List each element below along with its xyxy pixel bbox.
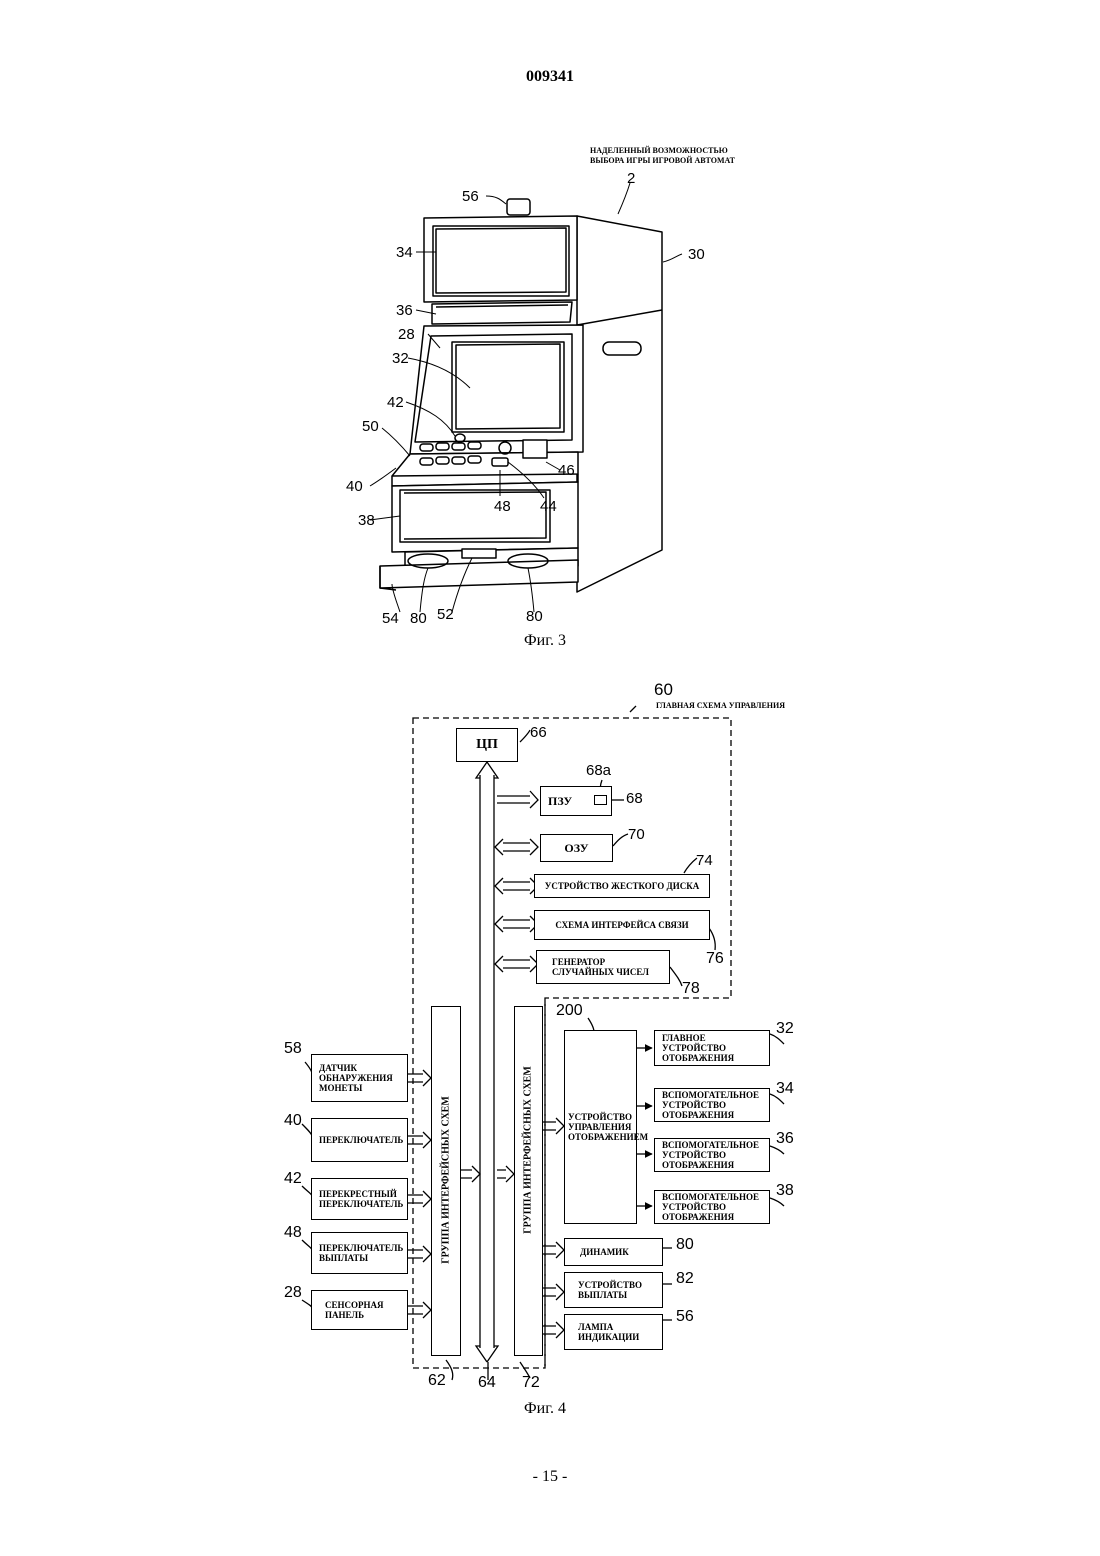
aux-display-34-line2: УСТРОЙСТВО	[662, 1100, 759, 1110]
ref-40: 40	[284, 1112, 302, 1130]
ref-34: 34	[776, 1080, 794, 1098]
cross-switch-line1: ПЕРЕКРЕСТНЫЙ	[319, 1189, 403, 1199]
aux-display-34-block: ВСПОМОГАТЕЛЬНОЕУСТРОЙСТВООТОБРАЖЕНИЯ	[654, 1088, 770, 1122]
comm-interface-label: СХЕМА ИНТЕРФЕЙСА СВЯЗИ	[555, 920, 688, 930]
rom-sub-block	[594, 795, 607, 805]
ref-64: 64	[478, 1374, 496, 1392]
payout-switch-block: ПЕРЕКЛЮЧАТЕЛЬВЫПЛАТЫ	[311, 1232, 408, 1274]
switch-label: ПЕРЕКЛЮЧАТЕЛЬ	[319, 1135, 403, 1145]
indicator-lamp-line1: ЛАМПА	[578, 1322, 639, 1332]
ref-28: 28	[284, 1284, 302, 1302]
display-controller-line1: УСТРОЙСТВО	[568, 1112, 648, 1122]
fig4-ref-60: 60	[654, 680, 673, 700]
hdd-label: УСТРОЙСТВО ЖЕСТКОГО ДИСКА	[545, 881, 700, 891]
touch-panel-block: СЕНСОРНАЯПАНЕЛЬ	[311, 1290, 408, 1330]
aux-display-36-line1: ВСПОМОГАТЕЛЬНОЕ	[662, 1140, 759, 1150]
rom-label: ПЗУ	[548, 796, 572, 806]
ref-48: 48	[284, 1224, 302, 1242]
ref-70: 70	[628, 826, 645, 843]
ref-66: 66	[530, 724, 547, 741]
main-display-line3: ОТОБРАЖЕНИЯ	[662, 1053, 734, 1063]
hdd-block: УСТРОЙСТВО ЖЕСТКОГО ДИСКА	[534, 874, 710, 898]
ref-74: 74	[696, 852, 713, 869]
switch-block: ПЕРЕКЛЮЧАТЕЛЬ	[311, 1118, 408, 1162]
rng-label-line2: СЛУЧАЙНЫХ ЧИСЕЛ	[552, 967, 649, 977]
main-display-line2: УСТРОЙСТВО	[662, 1043, 734, 1053]
ref-62: 62	[428, 1372, 446, 1390]
ref-68a: 68a	[586, 762, 611, 779]
page-number: - 15 -	[0, 1468, 1100, 1486]
speaker-label: ДИНАМИК	[580, 1247, 629, 1257]
ref-42: 42	[284, 1170, 302, 1188]
ref-82: 82	[676, 1270, 694, 1288]
coin-sensor-line2: ОБНАРУЖЕНИЯ	[319, 1073, 393, 1083]
indicator-lamp-line2: ИНДИКАЦИИ	[578, 1332, 639, 1342]
ref-38: 38	[776, 1182, 794, 1200]
aux-display-34-line1: ВСПОМОГАТЕЛЬНОЕ	[662, 1090, 759, 1100]
touch-panel-line2: ПАНЕЛЬ	[325, 1310, 384, 1320]
ref-68: 68	[626, 790, 643, 807]
ref-72: 72	[522, 1374, 540, 1392]
aux-display-38-line1: ВСПОМОГАТЕЛЬНОЕ	[662, 1192, 759, 1202]
ref-58: 58	[284, 1040, 302, 1058]
cpu-block: ЦП	[456, 728, 518, 762]
payout-device-line2: ВЫПЛАТЫ	[578, 1290, 642, 1300]
display-controller-line2: УПРАВЛЕНИЯ	[568, 1122, 648, 1132]
fig4-caption: Фиг. 4	[524, 1400, 566, 1418]
touch-panel-line1: СЕНСОРНАЯ	[325, 1300, 384, 1310]
fig4-title: ГЛАВНАЯ СХЕМА УПРАВЛЕНИЯ	[656, 701, 785, 711]
payout-device-line1: УСТРОЙСТВО	[578, 1280, 642, 1290]
aux-display-38-block: ВСПОМОГАТЕЛЬНОЕУСТРОЙСТВООТОБРАЖЕНИЯ	[654, 1190, 770, 1224]
coin-sensor-line3: МОНЕТЫ	[319, 1083, 393, 1093]
cpu-label: ЦП	[476, 740, 498, 750]
cross-switch-line2: ПЕРЕКЛЮЧАТЕЛЬ	[319, 1199, 403, 1209]
display-controller-block: УСТРОЙСТВОУПРАВЛЕНИЯОТОБРАЖЕНИЕМ	[564, 1030, 637, 1224]
main-display-block: ГЛАВНОЕУСТРОЙСТВООТОБРАЖЕНИЯ	[654, 1030, 770, 1066]
ref-200: 200	[556, 1002, 583, 1020]
payout-switch-line2: ВЫПЛАТЫ	[319, 1253, 403, 1263]
aux-display-38-line3: ОТОБРАЖЕНИЯ	[662, 1212, 759, 1222]
payout-device-block: УСТРОЙСТВОВЫПЛАТЫ	[564, 1272, 663, 1308]
ref-56: 56	[676, 1308, 694, 1326]
aux-display-36-block: ВСПОМОГАТЕЛЬНОЕУСТРОЙСТВООТОБРАЖЕНИЯ	[654, 1138, 770, 1172]
ref-80: 80	[676, 1236, 694, 1254]
ref-36: 36	[776, 1130, 794, 1148]
rng-block: ГЕНЕРАТОРСЛУЧАЙНЫХ ЧИСЕЛ	[536, 950, 670, 984]
coin-sensor-block: ДАТЧИКОБНАРУЖЕНИЯМОНЕТЫ	[311, 1054, 408, 1102]
interface-group-right-label: ГРУППА ИНТЕРФЕЙСНЫХ СХЕМ	[523, 1066, 534, 1234]
indicator-lamp-block: ЛАМПАИНДИКАЦИИ	[564, 1314, 663, 1350]
main-display-line1: ГЛАВНОЕ	[662, 1033, 734, 1043]
speaker-block: ДИНАМИК	[564, 1238, 663, 1266]
payout-switch-line1: ПЕРЕКЛЮЧАТЕЛЬ	[319, 1243, 403, 1253]
interface-group-left-label: ГРУППА ИНТЕРФЕЙСНЫХ СХЕМ	[441, 1096, 452, 1264]
ref-76: 76	[706, 950, 724, 968]
aux-display-36-line2: УСТРОЙСТВО	[662, 1150, 759, 1160]
rng-label-line1: ГЕНЕРАТОР	[552, 957, 649, 967]
comm-interface-block: СХЕМА ИНТЕРФЕЙСА СВЯЗИ	[534, 910, 710, 940]
display-controller-line3: ОТОБРАЖЕНИЕМ	[568, 1132, 648, 1142]
cross-switch-block: ПЕРЕКРЕСТНЫЙПЕРЕКЛЮЧАТЕЛЬ	[311, 1178, 408, 1220]
ref-32: 32	[776, 1020, 794, 1038]
aux-display-34-line3: ОТОБРАЖЕНИЯ	[662, 1110, 759, 1120]
ram-label: ОЗУ	[564, 843, 588, 853]
ram-block: ОЗУ	[540, 834, 613, 862]
aux-display-38-line2: УСТРОЙСТВО	[662, 1202, 759, 1212]
ref-78: 78	[682, 980, 700, 998]
aux-display-36-line3: ОТОБРАЖЕНИЯ	[662, 1160, 759, 1170]
coin-sensor-line1: ДАТЧИК	[319, 1063, 393, 1073]
